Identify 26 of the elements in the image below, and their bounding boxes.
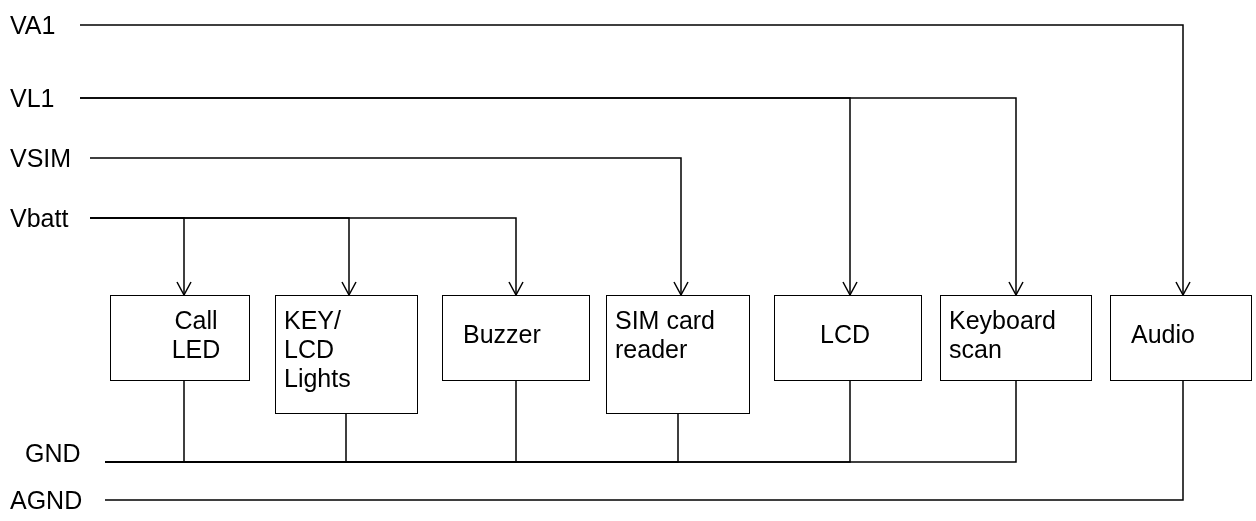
block-box — [442, 295, 590, 381]
block-label: Buzzer — [463, 320, 542, 349]
arrow — [89, 157, 689, 296]
connector-line — [104, 380, 1017, 463]
block-label: Call LED — [170, 306, 222, 364]
block-box — [774, 295, 922, 381]
arrow — [89, 217, 524, 296]
arrow — [79, 24, 1191, 296]
connector-line — [104, 380, 1184, 501]
block-label: Audio — [1131, 320, 1196, 349]
signal-label: VA1 — [10, 10, 56, 40]
block-label: KEY/ LCD Lights — [284, 306, 352, 393]
signal-label: VL1 — [10, 83, 55, 113]
signal-label: Vbatt — [10, 203, 69, 233]
block-label: SIM card reader — [615, 306, 717, 364]
arrow — [79, 97, 1024, 296]
block-box — [110, 295, 250, 381]
block-box — [275, 295, 418, 414]
block-box — [606, 295, 750, 414]
block-label: LCD — [820, 320, 871, 349]
signal-label: GND — [25, 438, 81, 468]
signal-label: VSIM — [10, 143, 72, 173]
signal-label: AGND — [10, 485, 83, 515]
block-box — [1110, 295, 1252, 381]
block-label: Keyboard scan — [949, 306, 1058, 364]
block-box — [940, 295, 1092, 381]
